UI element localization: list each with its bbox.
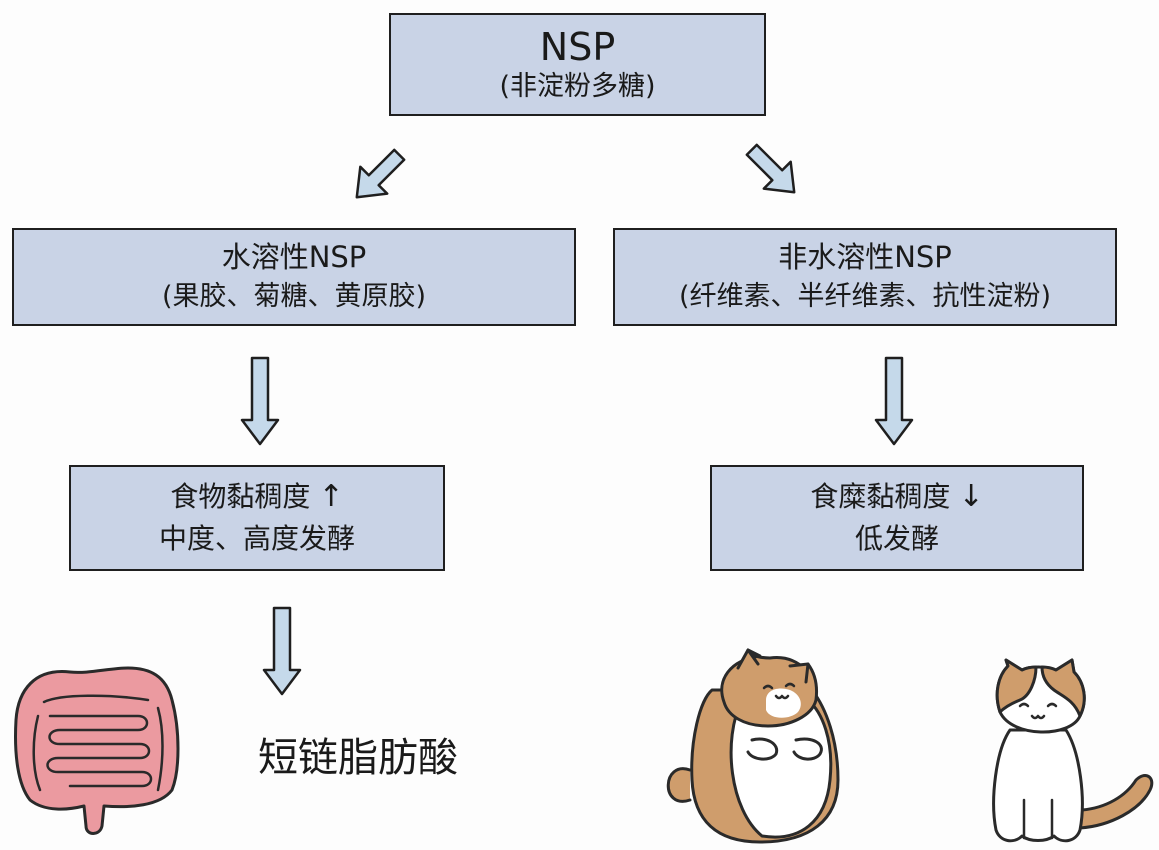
node-soluble-title: 水溶性NSP xyxy=(221,240,367,274)
node-insoluble-effect-line2: 低发酵 xyxy=(854,522,939,555)
node-soluble-examples: (果胶、菊糖、黄原胶) xyxy=(161,281,427,312)
intestine-illustration xyxy=(14,666,180,835)
node-insoluble-title: 非水溶性NSP xyxy=(778,240,952,274)
up-arrow-icon: ↑ xyxy=(318,479,344,514)
node-soluble-nsp: 水溶性NSP (果胶、菊糖、黄原胶) xyxy=(12,228,576,326)
fat-cat-illustration xyxy=(666,648,840,844)
node-soluble-effect-line1: 食物黏稠度↑ xyxy=(170,476,343,518)
node-nsp: NSP (非淀粉多糖) xyxy=(389,13,766,116)
node-soluble-effect: 食物黏稠度↑ 中度、高度发酵 xyxy=(69,465,445,571)
node-soluble-effect-line2: 中度、高度发酵 xyxy=(158,522,355,555)
node-insoluble-effect: 食糜黏稠度↓ 低发酵 xyxy=(710,465,1084,571)
result-scfa-label: 短链脂肪酸 xyxy=(258,735,458,781)
node-insoluble-effect-line1: 食糜黏稠度↓ xyxy=(810,476,983,518)
node-nsp-title: NSP xyxy=(539,24,616,69)
viscosity-label: 食糜黏稠度 xyxy=(810,480,951,513)
slim-cat-illustration xyxy=(992,658,1154,843)
viscosity-label: 食物黏稠度 xyxy=(170,480,311,513)
node-nsp-subtitle: (非淀粉多糖) xyxy=(499,70,656,102)
node-insoluble-nsp: 非水溶性NSP (纤维素、半纤维素、抗性淀粉) xyxy=(613,228,1117,326)
node-insoluble-examples: (纤维素、半纤维素、抗性淀粉) xyxy=(678,281,1052,312)
arrow-diag-right xyxy=(745,143,796,194)
arrow-down-left-1 xyxy=(240,356,280,446)
arrow-down-right-1 xyxy=(874,356,914,446)
arrow-diag-left xyxy=(355,148,406,199)
down-arrow-icon: ↓ xyxy=(958,479,984,514)
arrow-down-left-2 xyxy=(262,606,302,696)
